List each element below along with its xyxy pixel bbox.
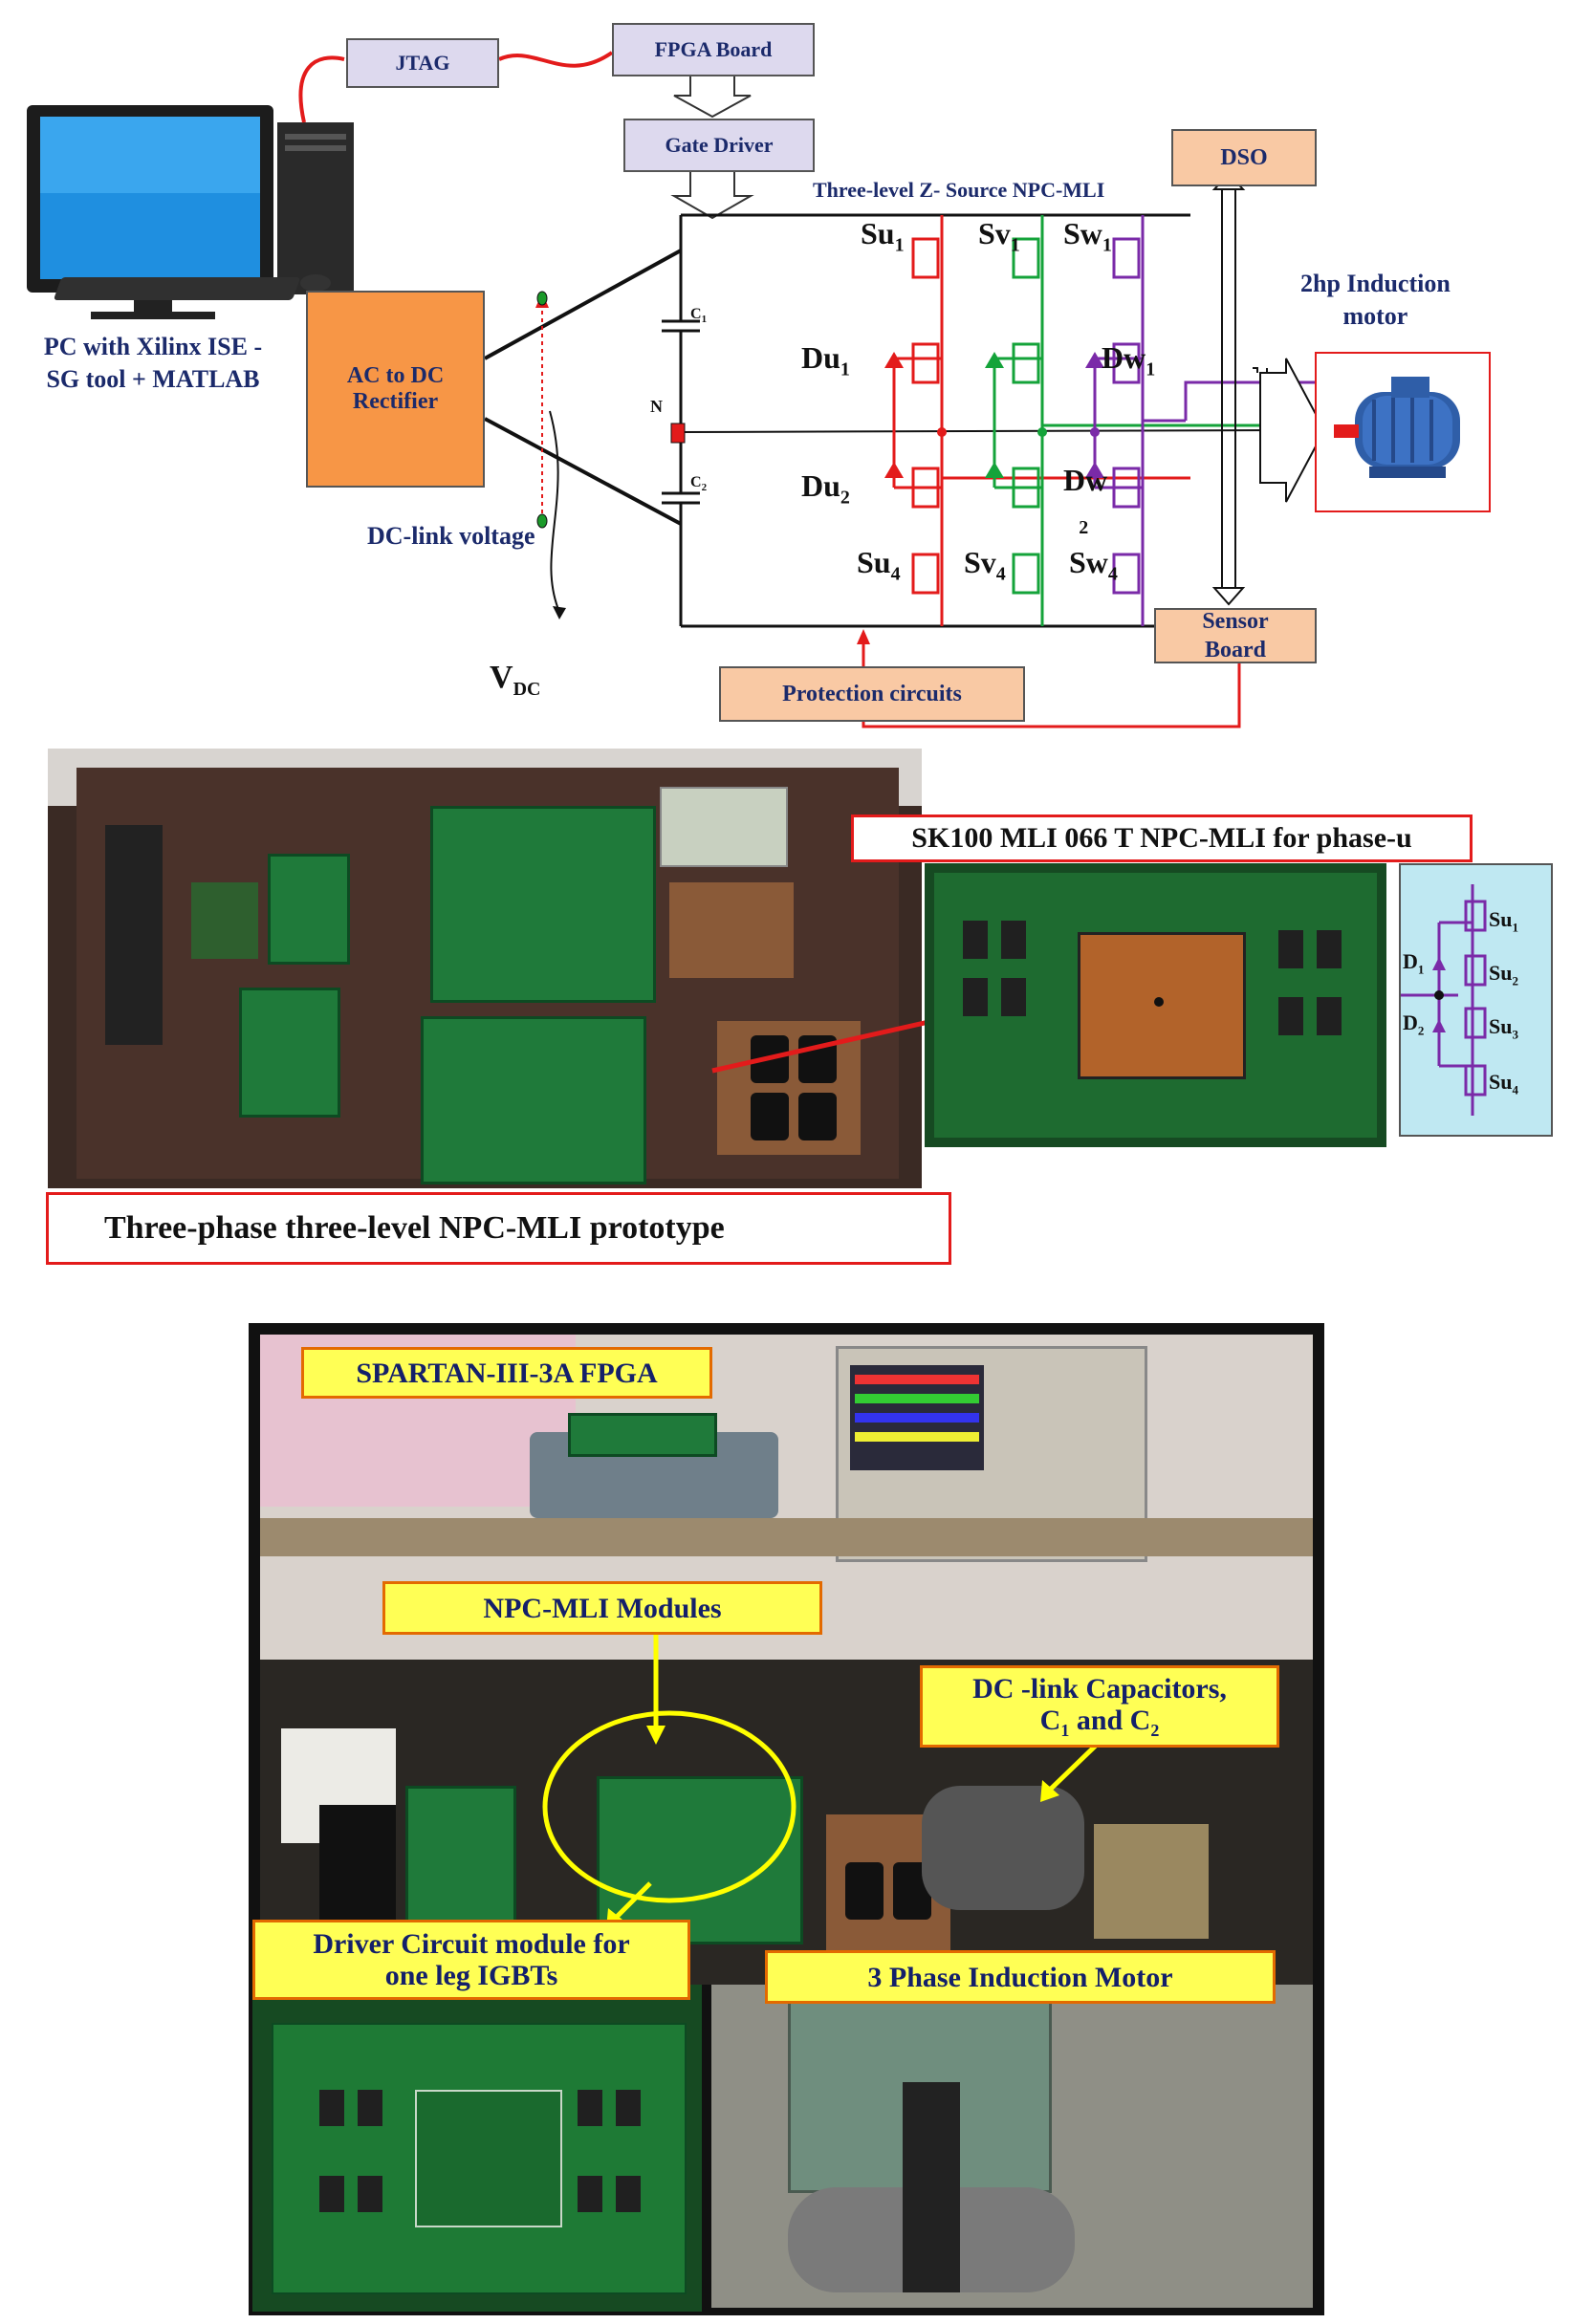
motor-label-line2: motor <box>1342 302 1408 330</box>
rectifier-box: AC to DC Rectifier <box>306 291 485 488</box>
induction-motor-picture <box>1315 352 1491 512</box>
dc-link-voltage-label: DC-link voltage <box>367 522 535 550</box>
rectifier-line1: AC to DC <box>346 363 445 388</box>
inset-su4-label: Su4 <box>1489 1070 1518 1097</box>
pc-caption-line2: SG tool + MATLAB <box>46 365 260 393</box>
inset-d2-label: D2 <box>1403 1010 1425 1038</box>
switch-sw4-label: Sw4 <box>1069 545 1118 585</box>
pc-caption-line1: PC with Xilinx ISE - <box>43 333 263 360</box>
phase-w-leg <box>1093 215 1320 626</box>
gate-driver-box: Gate Driver <box>623 119 815 172</box>
inset-su3-label: Su3 <box>1489 1014 1518 1042</box>
npc-mli-modules-label: NPC-MLI Modules <box>382 1581 822 1635</box>
rectifier-line2: Rectifier <box>352 389 439 414</box>
inset-d1-label: D1 <box>1403 949 1425 977</box>
sensor-board-line1: Sensor <box>1202 609 1269 634</box>
driver-circuit-line2: one leg IGBTs <box>384 1960 558 1991</box>
motor-label: 2hp Induction motor <box>1300 268 1451 333</box>
vdc-label: VDC <box>490 660 541 700</box>
dso-box: DSO <box>1171 129 1317 186</box>
dc-link-capacitors-label: DC -link Capacitors, C1 and C2 <box>920 1665 1279 1748</box>
switch-sv4-label: Sv4 <box>964 545 1006 585</box>
capacitor-c1-label: C1 <box>690 306 708 326</box>
capacitor-c2-label: C2 <box>690 474 708 494</box>
sensor-board-line2: Board <box>1204 638 1266 662</box>
driver-board-photo <box>252 1985 702 2312</box>
switch-su4-label: Su4 <box>857 545 901 585</box>
phase-v-leg <box>993 215 1281 626</box>
dc-link-capacitors-line1: DC -link Capacitors, <box>972 1672 1227 1705</box>
npc-module-photo <box>925 863 1386 1147</box>
inset-su2-label: Su2 <box>1489 961 1518 988</box>
induction-motor-label: 3 Phase Induction Motor <box>765 1950 1276 2004</box>
topology-title: Three-level Z- Source NPC-MLI <box>813 178 1105 202</box>
fpga-label: SPARTAN-III-3A FPGA <box>301 1347 712 1399</box>
dc-link-capacitors-line2: C1 and C2 <box>1039 1704 1160 1740</box>
module-title-label: SK100 MLI 066 T NPC-MLI for phase-u <box>851 814 1473 862</box>
prototype-caption: Three-phase three-level NPC-MLI prototyp… <box>46 1192 951 1265</box>
switch-sw1-label: Sw1 <box>1063 216 1112 256</box>
switch-sv1-label: Sv1 <box>978 216 1020 256</box>
jtag-box: JTAG <box>346 38 499 88</box>
driver-circuit-line1: Driver Circuit module for <box>313 1928 630 1960</box>
fpga-board-box: FPGA Board <box>612 23 815 76</box>
switch-su1-label: Su1 <box>861 216 905 256</box>
motor-label-line1: 2hp Induction <box>1300 270 1451 297</box>
pc-computer-icon <box>27 105 354 319</box>
setup-annotations <box>542 1635 1102 1929</box>
schematic-wiring <box>27 51 1326 728</box>
diode-du2-label: Du2 <box>801 468 850 509</box>
pc-caption: PC with Xilinx ISE - SG tool + MATLAB <box>19 331 287 396</box>
diode-du1-label: Du1 <box>801 340 850 380</box>
sensor-board-box: Sensor Board <box>1154 608 1317 663</box>
diode-dw1-label: Dw1 <box>1102 340 1156 380</box>
inset-su1-label: Su1 <box>1489 907 1518 935</box>
diode-dw2-label: Dw2 <box>1063 463 1108 539</box>
driver-circuit-label: Driver Circuit module for one leg IGBTs <box>252 1920 690 2000</box>
neutral-point-label: N <box>650 397 663 416</box>
protection-circuits-box: Protection circuits <box>719 666 1025 722</box>
prototype-photo <box>48 749 922 1188</box>
phase-u-leg-inset: Su1 Su2 Su3 Su4 D1 D2 <box>1391 863 1553 1137</box>
